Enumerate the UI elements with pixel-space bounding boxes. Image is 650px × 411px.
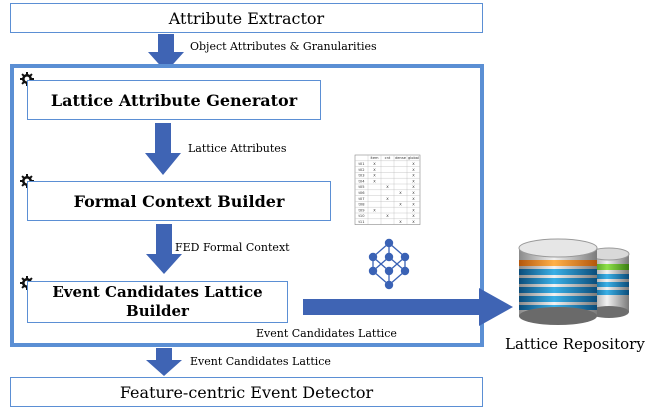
context-table-cell: X	[373, 168, 376, 172]
arrow-label-event-candidates-lattice-right: Event Candidates Lattice	[256, 327, 397, 340]
context-table-cell: X	[412, 162, 415, 166]
context-table-cell: t11	[359, 220, 365, 224]
context-table-cell: X	[373, 179, 376, 183]
arrow-generator-to-context	[145, 123, 181, 175]
arrow-label-object-attributes: Object Attributes & Granularities	[190, 40, 377, 53]
arrow-label-fed-formal-context: FED Formal Context	[175, 241, 290, 254]
lattice-graph-icon	[368, 238, 410, 290]
context-table-cell: X	[386, 197, 389, 201]
context-table-cell: X	[399, 203, 402, 207]
feature-centric-event-detector-box: Feature-centric Event Detector	[10, 377, 483, 407]
context-table-cell: t09	[359, 208, 366, 212]
context-table-cell: t08	[359, 203, 366, 207]
arrow-label-event-candidates-lattice-bottom: Event Candidates Lattice	[190, 355, 331, 368]
feature-centric-event-detector-title: Feature-centric Event Detector	[119, 382, 374, 402]
lattice-attribute-generator-title: Lattice Attribute Generator	[50, 90, 298, 110]
context-table-cell: X	[412, 185, 415, 189]
context-table-cell: t03	[359, 174, 365, 178]
context-table-cell: X	[399, 191, 402, 195]
arrow-extractor-to-generator	[148, 34, 184, 72]
context-table-cell: X	[412, 214, 415, 218]
context-table-cell: X	[412, 208, 415, 212]
arrow-label-lattice-attributes: Lattice Attributes	[188, 142, 287, 155]
formal-context-builder-title: Formal Context Builder	[73, 191, 285, 211]
context-table-cell: X	[373, 174, 376, 178]
context-table-cell: t01	[359, 162, 365, 166]
context-table-cell: t07	[359, 197, 365, 201]
context-table-cell: X	[412, 197, 415, 201]
event-candidates-lattice-builder-title-line2: Builder	[126, 302, 189, 320]
formal-context-builder-box: Formal Context Builder	[27, 181, 331, 221]
lattice-repository-label: Lattice Repository	[505, 335, 645, 353]
context-table-cell: X	[373, 208, 376, 212]
arrow-lattice-to-detector	[146, 348, 182, 376]
database-icon	[518, 238, 630, 325]
context-table-cell: X	[412, 191, 415, 195]
event-candidates-lattice-builder-box: Event Candidates Lattice Builder	[27, 281, 288, 323]
context-table-cell: X	[412, 168, 415, 172]
attribute-extractor-box: Attribute Extractor	[10, 3, 483, 33]
context-table-cell: t02	[359, 168, 365, 172]
context-table-header: cnt	[385, 156, 391, 160]
context-table-cell: X	[412, 179, 415, 183]
context-table-cell: X	[386, 214, 389, 218]
event-candidates-lattice-builder-title-line1: Event Candidates Lattice	[52, 283, 263, 301]
context-table-cell: t04	[359, 179, 366, 183]
context-table-cell: X	[386, 185, 389, 189]
context-table-cell: X	[412, 203, 415, 207]
context-table-cell: t06	[359, 191, 366, 195]
context-table-cell: X	[412, 220, 415, 224]
context-table-cell: t10	[359, 214, 366, 218]
context-table-header: global	[408, 156, 419, 160]
context-table-cell: X	[399, 220, 402, 224]
context-table-cell: t05	[359, 185, 365, 189]
context-table-cell: X	[412, 174, 415, 178]
attribute-extractor-title: Attribute Extractor	[168, 8, 325, 28]
arrow-to-lattice-repository	[303, 288, 513, 326]
lattice-attribute-generator-box: Lattice Attribute Generator	[27, 80, 321, 120]
arrow-context-to-lattice	[146, 224, 182, 274]
context-table-header: dense	[395, 156, 407, 160]
context-table-header: item	[370, 156, 379, 160]
context-table-cell: X	[373, 162, 376, 166]
